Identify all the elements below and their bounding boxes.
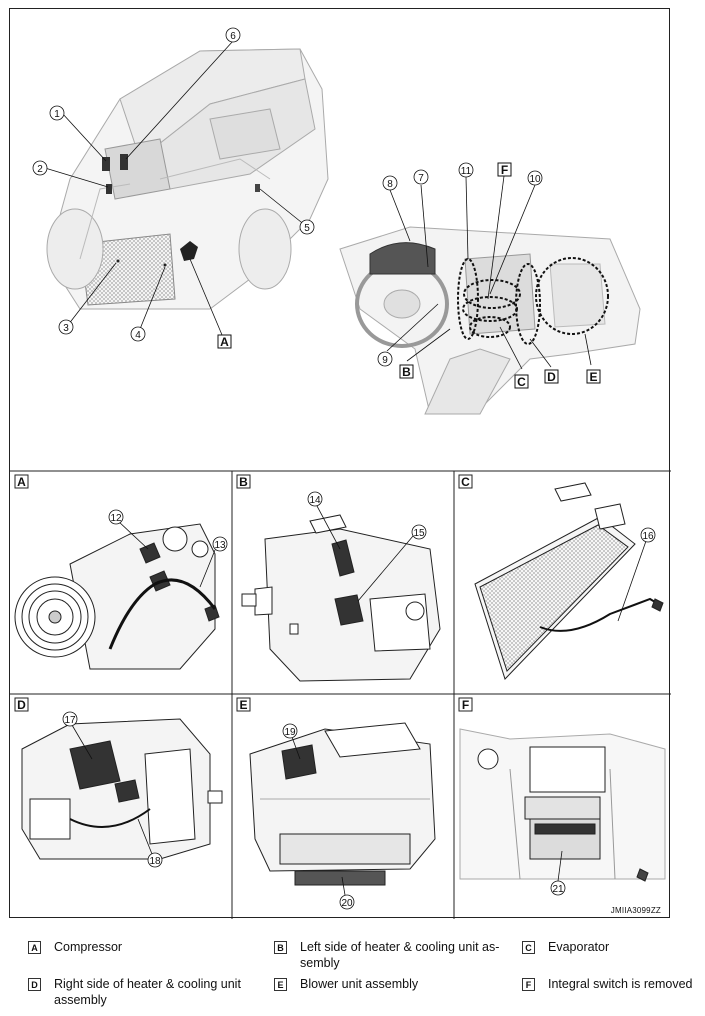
legend-item-f: F Integral switch is removed [522,976,702,992]
callout-11: 11 [461,166,472,177]
evaporator-drawing [474,482,664,680]
legend-letter-f: F [522,978,535,991]
callout-17: 17 [64,715,76,726]
diagram-svg: 1 2 3 4 5 6 A [10,27,671,919]
legend-text-c: Evaporator [548,940,610,954]
legend-text-f: Integral switch is removed [548,977,693,991]
callout-8: 8 [387,179,393,190]
panel-f-letter: F [462,698,469,712]
legend-item-e: E Blower unit assembly [274,976,514,992]
callout-2: 2 [37,164,43,175]
dashboard-dashed-outlines [457,257,609,345]
legend-item-c: C Evaporator [522,939,702,955]
legend-text-e: Blower unit assembly [300,977,419,991]
legend-letter-c: C [522,941,535,954]
callout-d-location: D [547,370,556,384]
callout-5: 5 [304,223,310,234]
dashboard-callouts [377,162,601,389]
callout-18: 18 [149,856,161,867]
callout-15: 15 [413,528,425,539]
compressor-drawing [14,523,220,670]
callout-13: 13 [214,540,226,551]
legend: A Compressor B Left side of heater & coo… [0,930,705,1016]
legend-letter-e: E [274,978,287,991]
callout-21: 21 [552,884,564,895]
callout-19: 19 [284,727,296,738]
legend-letter-b: B [274,941,287,954]
callout-c-location: C [517,375,526,389]
legend-item-a: A Compressor [28,939,248,955]
panel-d-letter: D [17,698,26,712]
callout-1: 1 [54,109,60,120]
callout-f-location: F [501,163,508,177]
panel-e-letter: E [239,698,247,712]
callout-b-location: B [402,365,411,379]
dash-center-drawing [459,728,666,882]
vehicle-overview-drawing [46,48,329,310]
vehicle-overview-parts [102,154,260,267]
legend-item-d: D Right side of heater & cooling unit as… [28,976,263,1008]
panel-grid [10,470,671,919]
panel-a-letter: A [17,475,26,489]
legend-letter-a: A [28,941,41,954]
callout-3: 3 [63,323,69,334]
legend-text-d: Right side of heater & cooling unit asse… [54,977,241,1007]
document-code: JMIIA3099ZZ [610,906,661,915]
callout-20: 20 [341,898,353,909]
legend-letter-d: D [28,978,41,991]
callout-14: 14 [309,495,321,506]
callout-10: 10 [529,174,541,185]
heater-right-drawing [21,718,223,860]
legend-text-a: Compressor [54,940,123,954]
heater-left-drawing [241,514,441,682]
blower-unit-drawing [249,722,436,886]
vehicle-callouts [32,27,315,349]
callout-9: 9 [382,355,388,366]
callout-7: 7 [418,173,424,184]
panel-letter-boxes [14,474,473,712]
callout-12: 12 [110,513,122,524]
diagram-frame: 1 2 3 4 5 6 A [9,8,671,919]
legend-text-b: Left side of heater & cooling unit as-se… [300,940,500,970]
panel-c-letter: C [461,475,470,489]
callout-e-location: E [589,370,597,384]
callout-6: 6 [230,31,236,42]
legend-item-b: B Left side of heater & cooling unit as-… [274,939,514,971]
callout-compressor-location: A [220,335,229,349]
panel-b-letter: B [239,475,248,489]
callout-16: 16 [642,531,654,542]
callout-4: 4 [135,330,141,341]
